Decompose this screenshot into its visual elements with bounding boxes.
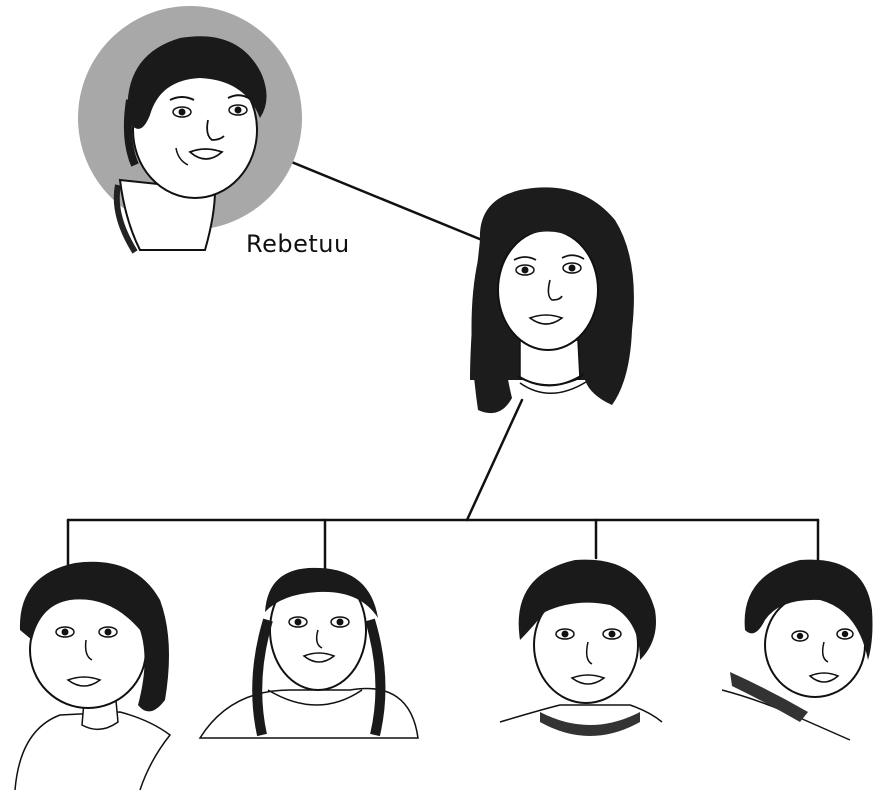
- mother-portrait: [470, 187, 634, 414]
- grandmother-portrait: [78, 6, 302, 254]
- child-4-portrait: [721, 559, 873, 741]
- ancestor-name-label: Rebetuu: [246, 230, 350, 258]
- child-2-portrait: [198, 567, 419, 739]
- child-1-portrait: [14, 561, 172, 791]
- connector-mother-to-children: [465, 398, 524, 522]
- child-3-portrait: [499, 559, 663, 736]
